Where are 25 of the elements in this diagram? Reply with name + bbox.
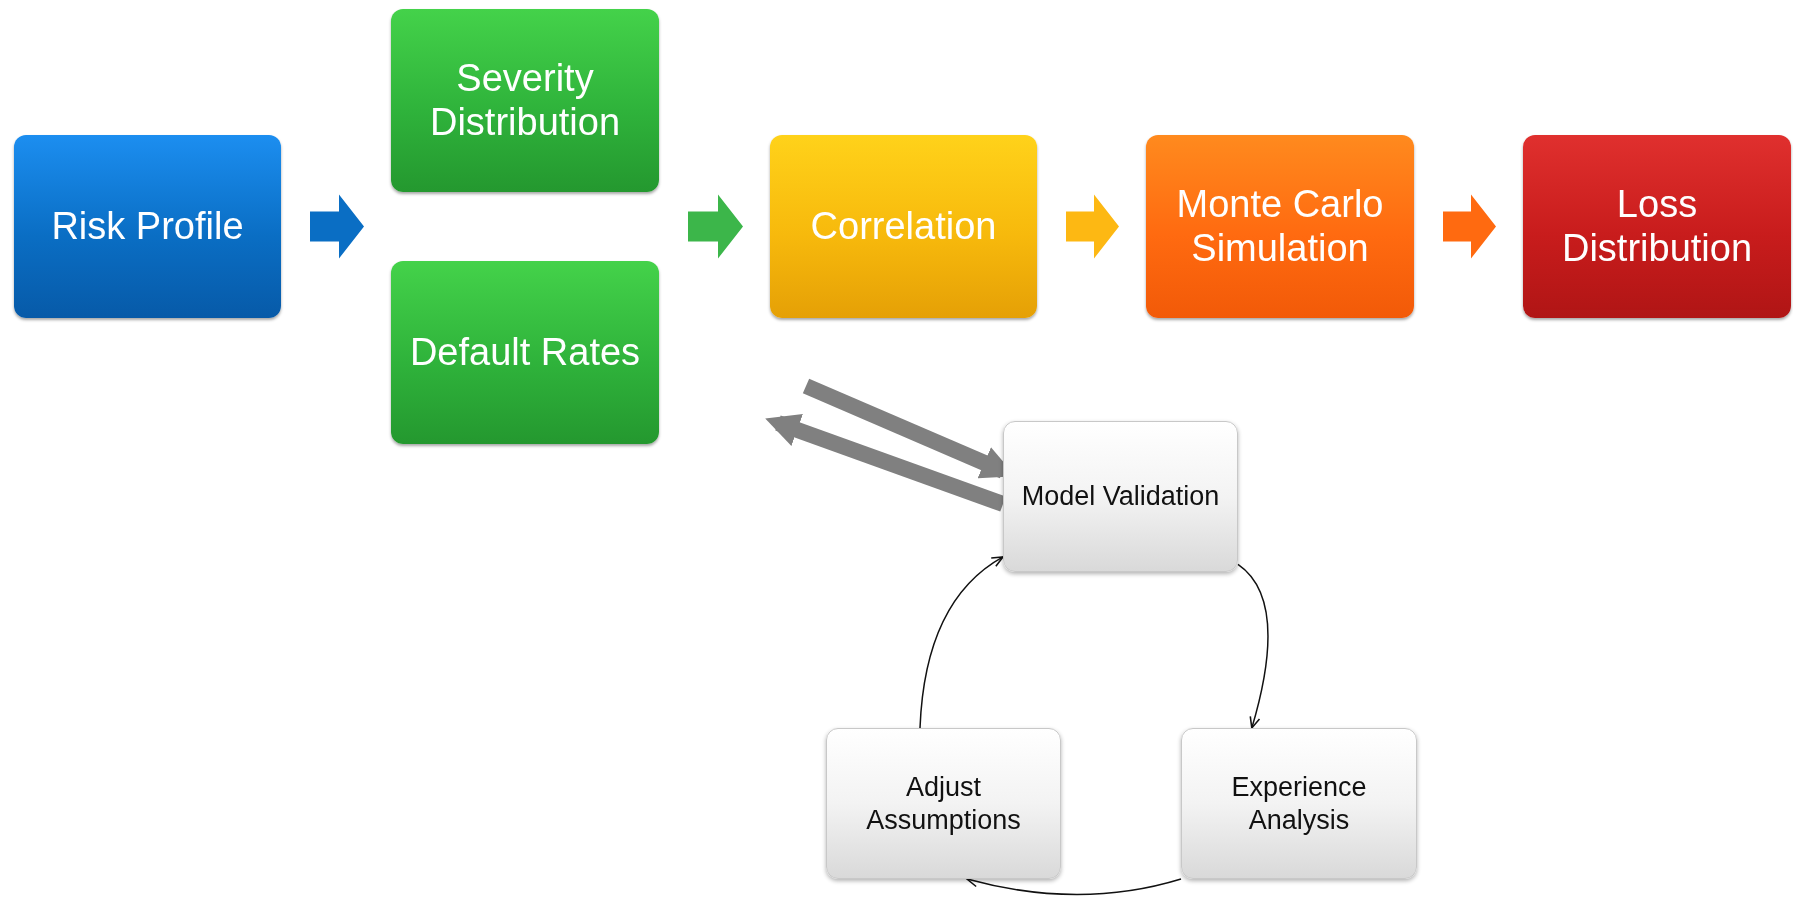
node-label: Experience Analysis bbox=[1230, 771, 1368, 836]
block-arrow bbox=[688, 194, 743, 259]
process-box bbox=[1523, 135, 1791, 318]
node-label: Default Rates bbox=[409, 330, 641, 375]
node-label: Severity Distribution bbox=[428, 56, 622, 145]
process-box bbox=[14, 135, 281, 318]
curved-arrow bbox=[1237, 563, 1269, 729]
process-box bbox=[391, 261, 659, 444]
block-arrow bbox=[1443, 194, 1496, 259]
curved-arrow bbox=[919, 556, 1004, 729]
node-label: Model Validation bbox=[1021, 480, 1220, 513]
process-box bbox=[391, 9, 659, 192]
node-label: Risk Profile bbox=[51, 204, 244, 249]
process-box bbox=[826, 728, 1061, 879]
process-box bbox=[1181, 728, 1417, 879]
process-box bbox=[1003, 421, 1238, 572]
block-arrow bbox=[1066, 194, 1119, 259]
node-label: Monte Carlo Simulation bbox=[1175, 182, 1385, 271]
node-label: Correlation bbox=[810, 204, 997, 249]
curved-arrow bbox=[966, 876, 1182, 896]
process-box bbox=[770, 135, 1037, 318]
process-box bbox=[1146, 135, 1414, 318]
node-label: Adjust Assumptions bbox=[865, 771, 1022, 836]
node-label: Loss Distribution bbox=[1560, 182, 1754, 271]
block-arrow bbox=[310, 194, 364, 259]
